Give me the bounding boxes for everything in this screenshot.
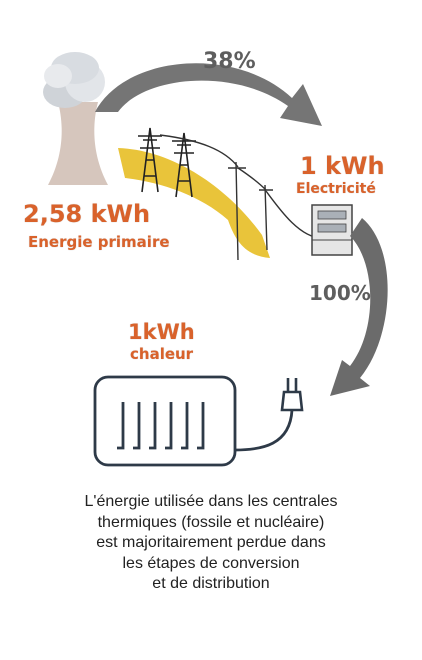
arrow-top [95, 63, 322, 126]
efficiency-label-38: 38% [203, 49, 256, 74]
utility-pole-icon [159, 134, 323, 261]
radiator-icon [93, 375, 294, 467]
primary-energy-amount: 2,58 kWh [23, 200, 151, 228]
steam-icon [43, 52, 105, 108]
electricity-label: Electricité [296, 181, 376, 197]
heat-label: chaleur [130, 345, 194, 363]
primary-energy-label: Energie primaire [28, 233, 170, 251]
explanation-caption: L'énergie utilisée dans les centrales th… [0, 492, 422, 595]
electricity-amount: 1 kWh [300, 152, 385, 180]
caption-line: thermiques (fossile et nucléaire) [97, 513, 325, 531]
heat-amount: 1kWh [128, 320, 195, 344]
caption-line: les étapes de conversion [122, 554, 300, 572]
cooling-tower-icon [48, 102, 108, 185]
caption-line: L'énergie utilisée dans les centrales [84, 493, 338, 510]
pylon-icon [138, 127, 196, 198]
arrow-right [330, 218, 388, 396]
caption-line: et de distribution [152, 575, 270, 592]
plug-icon [280, 378, 304, 412]
electric-meter-icon [311, 204, 353, 256]
efficiency-label-100: 100% [309, 281, 371, 305]
caption-line: est majoritairement perdue dans [96, 534, 326, 551]
